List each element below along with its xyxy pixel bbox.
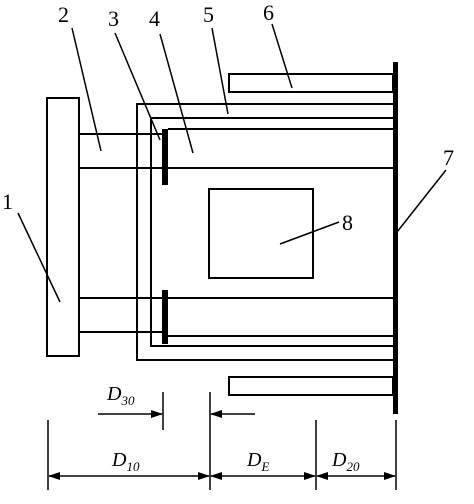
- label-part-5: 5: [203, 2, 214, 27]
- label-part-2: 2: [58, 2, 69, 27]
- label-part-4: 4: [149, 6, 160, 31]
- leader-2: [71, 27, 102, 152]
- dim-label-d10: D10: [111, 449, 140, 474]
- part-6-bottom-bar: [228, 376, 394, 396]
- middle-frame: [150, 117, 393, 347]
- label-part-6: 6: [263, 0, 274, 25]
- label-part-1: 1: [2, 189, 13, 214]
- dim-label-d20: D20: [331, 449, 360, 474]
- dim-label-d30: D30: [106, 383, 135, 408]
- dim-label-de: DE: [246, 449, 269, 474]
- part-7-right-plate: [393, 62, 398, 414]
- leader-3: [114, 32, 161, 141]
- leader-4: [159, 33, 194, 154]
- leader-5: [211, 27, 229, 115]
- leader-8: [279, 221, 340, 245]
- part-2-upper-rod: [78, 133, 164, 169]
- leader-7: [396, 169, 447, 233]
- part-1-base-plate: [46, 97, 80, 357]
- label-part-8: 8: [342, 210, 353, 235]
- label-part-3: 3: [108, 6, 119, 31]
- part-3-lower-plate: [162, 290, 168, 344]
- leader-1: [17, 212, 61, 303]
- leader-6: [271, 23, 293, 89]
- outer-frame: [136, 103, 393, 361]
- label-part-7: 7: [443, 145, 454, 170]
- part-8-inner-box: [208, 188, 314, 279]
- part-2-lower-rod: [78, 297, 164, 333]
- part-6-top-bar: [228, 73, 394, 93]
- part-3-upper-plate: [162, 129, 168, 185]
